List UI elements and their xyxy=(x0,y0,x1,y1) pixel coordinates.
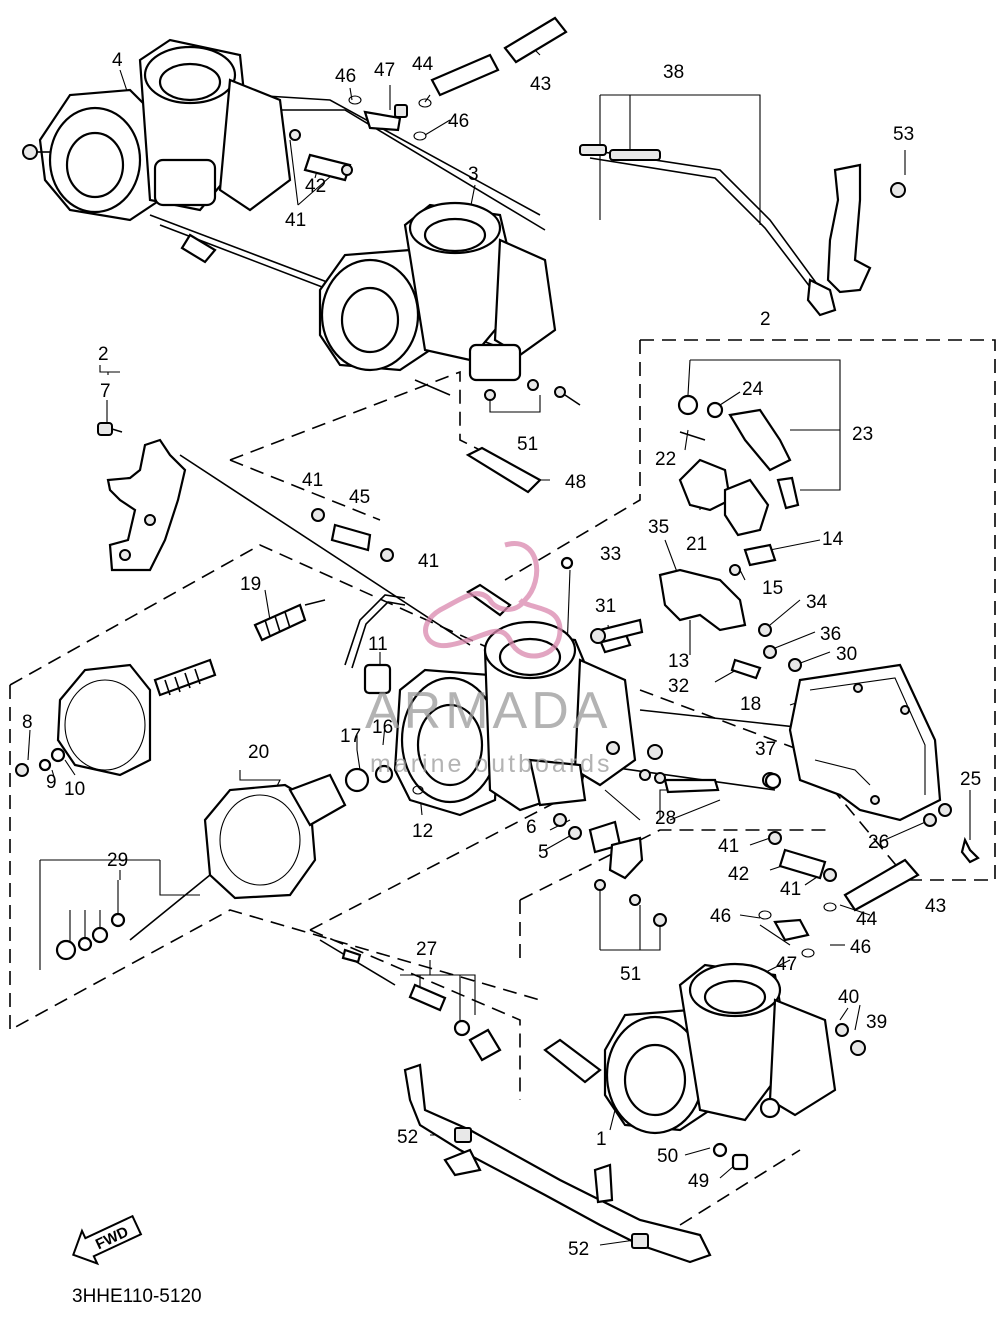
callout: 41 xyxy=(302,470,323,491)
float-chamber-cover xyxy=(764,663,942,827)
callout: 5 xyxy=(538,842,549,863)
callout: 25 xyxy=(960,769,981,790)
carburetor-1 xyxy=(603,962,837,1171)
callout: 50 xyxy=(657,1146,678,1167)
callout: 14 xyxy=(822,529,844,550)
callout: 26 xyxy=(868,832,889,853)
callout: 43 xyxy=(925,896,946,917)
watermark-tagline: marine outboards xyxy=(370,750,613,778)
callout: 46 xyxy=(335,66,356,87)
callout: 52 xyxy=(568,1239,589,1260)
callout: 23 xyxy=(852,424,873,445)
part-callouts: 1 2 2 3 4 5 6 7 8 9 10 11 12 13 14 15 16… xyxy=(22,50,981,1260)
diagram-code: 3HHE110-5120 xyxy=(72,1286,202,1307)
cable-bracket xyxy=(826,163,906,294)
callout: 45 xyxy=(349,487,370,508)
callout: 1 xyxy=(596,1129,607,1150)
callout: 3 xyxy=(468,164,479,185)
choke-lever-assembly xyxy=(677,394,800,576)
callout: 8 xyxy=(22,712,33,733)
pilot-screw-set xyxy=(319,939,502,1062)
callout: 29 xyxy=(107,850,128,871)
carburetor-4 xyxy=(22,38,292,222)
callout: 7 xyxy=(100,381,111,402)
callout: 9 xyxy=(46,772,57,793)
callout: 21 xyxy=(686,534,707,555)
callout: 2 xyxy=(98,344,109,365)
carburetor-3 xyxy=(318,201,581,406)
callout: 27 xyxy=(416,939,437,960)
callout: 37 xyxy=(755,739,776,760)
callout: 43 xyxy=(530,74,551,95)
callout: 51 xyxy=(620,964,641,985)
callout: 28 xyxy=(655,808,676,829)
callout: 33 xyxy=(600,544,621,565)
diaphragm-assembly xyxy=(15,599,424,961)
callout: 39 xyxy=(866,1012,887,1033)
small-fittings xyxy=(289,95,980,1056)
callout: 17 xyxy=(340,726,361,747)
callout: 30 xyxy=(836,644,857,665)
callout: 31 xyxy=(595,596,616,617)
assembly-boundaries xyxy=(9,339,996,1226)
callout: 42 xyxy=(305,176,326,197)
callout: 53 xyxy=(893,124,914,145)
callout: 19 xyxy=(240,574,261,595)
callout: 10 xyxy=(64,779,85,800)
hoses xyxy=(180,16,920,1084)
throttle-bracket xyxy=(97,422,187,572)
callout: 40 xyxy=(838,987,859,1008)
watermark-brand: ARMADA xyxy=(365,682,611,740)
callout: 2 xyxy=(760,309,771,330)
callout: 41 xyxy=(780,879,801,900)
callout: 41 xyxy=(718,836,739,857)
callout: 44 xyxy=(856,909,878,930)
linkage-bar xyxy=(403,1063,712,1264)
callout: 41 xyxy=(418,551,439,572)
watermark: ARMADA marine outboards xyxy=(365,541,613,778)
callout: 24 xyxy=(742,379,764,400)
callout: 47 xyxy=(776,954,797,975)
callout: 41 xyxy=(285,210,306,231)
callout: 6 xyxy=(526,817,537,838)
springs-and-screws xyxy=(588,769,667,927)
choke-cable xyxy=(579,144,837,317)
callout: 44 xyxy=(412,54,434,75)
callout: 34 xyxy=(806,592,828,613)
callout: 11 xyxy=(368,634,388,655)
callout: 35 xyxy=(648,517,669,538)
callout: 52 xyxy=(397,1127,418,1148)
bracket-assembly xyxy=(590,568,802,680)
callout: 49 xyxy=(688,1171,709,1192)
watermark-logo-icon xyxy=(423,541,563,659)
callout: 18 xyxy=(740,694,761,715)
callout: 42 xyxy=(728,864,749,885)
callout: 13 xyxy=(668,651,689,672)
callout: 32 xyxy=(668,676,689,697)
callout: 4 xyxy=(112,50,123,71)
callout: 12 xyxy=(412,821,433,842)
callout: 48 xyxy=(565,472,586,493)
callout: 22 xyxy=(655,449,676,470)
callout: 51 xyxy=(517,434,538,455)
fwd-arrow: FWD xyxy=(71,1214,143,1266)
callout: 38 xyxy=(663,62,684,83)
callout: 46 xyxy=(710,906,731,927)
callout: 47 xyxy=(374,60,395,81)
callout: 15 xyxy=(762,578,783,599)
callout: 20 xyxy=(248,742,269,763)
callout: 46 xyxy=(850,937,871,958)
callout: 16 xyxy=(372,717,393,738)
callout: 46 xyxy=(448,111,469,132)
callout: 36 xyxy=(820,624,841,645)
